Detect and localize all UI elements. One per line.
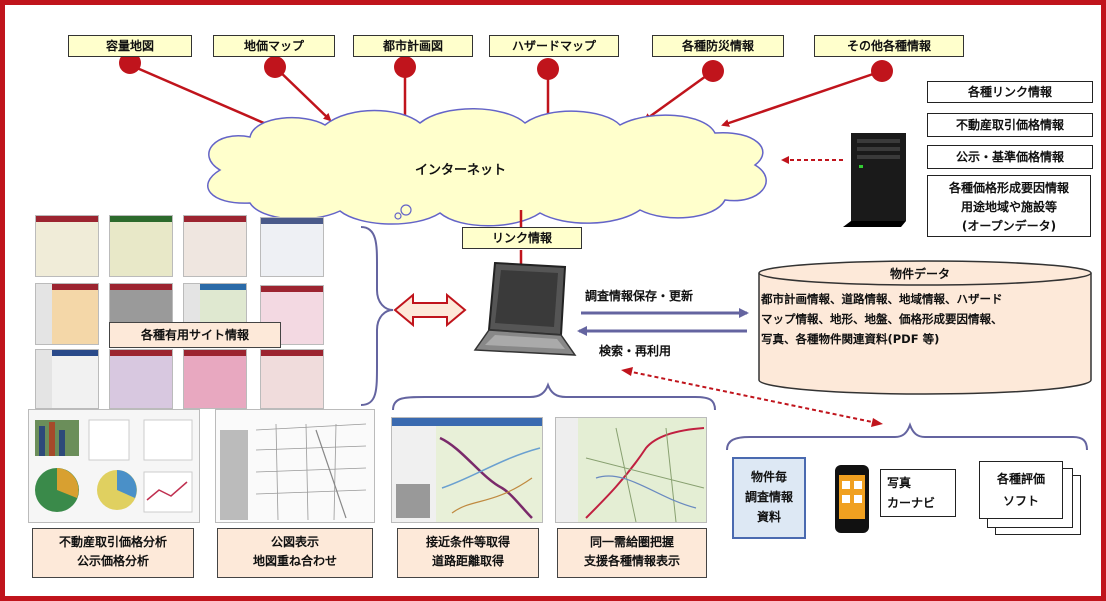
software-line: 各種評価 xyxy=(996,472,1045,486)
cadastral-screenshot xyxy=(215,409,375,523)
source-label-land-price-map: 地価マップ xyxy=(213,35,335,57)
arrow-6 xyxy=(721,69,883,127)
open-data-line-1: 各種価格形成要因情報 xyxy=(948,181,1069,195)
caption-line: 接近条件等取得 xyxy=(425,535,510,549)
arrow-5 xyxy=(643,69,714,122)
site-thumbnail xyxy=(109,215,173,277)
property-db-line-2: マップ情報、地形、地盤、価格形成要因情報、 xyxy=(761,312,1003,326)
source-label-capacity-map: 容量地図 xyxy=(68,35,192,57)
useful-sites-label: 各種有用サイト情報 xyxy=(109,322,281,348)
photo-line: 写真 xyxy=(887,476,912,490)
sites-bracket xyxy=(360,226,394,406)
site-thumbnail xyxy=(183,349,247,409)
property-db-cylinder xyxy=(758,260,1092,395)
field-dotted-arrow xyxy=(626,370,878,424)
source-label-hazard-map: ハザードマップ xyxy=(489,35,619,57)
site-thumbnail xyxy=(35,349,99,409)
survey-line: 調査情報 xyxy=(744,490,793,504)
tools-bracket xyxy=(392,382,716,411)
analysis-screenshot xyxy=(28,409,200,523)
software-card-front: 各種評価 ソフト xyxy=(979,461,1063,519)
survey-materials-box: 物件毎 調査情報 資料 xyxy=(732,457,806,539)
laptop-icon xyxy=(473,261,577,356)
caption-line: 同一需給圏把握 xyxy=(589,535,674,549)
site-thumbnail xyxy=(260,217,324,277)
property-db-line-3: 写真、各種物件関連資料(PDF 等) xyxy=(761,332,940,346)
caption-line: 公示価格分析 xyxy=(76,554,149,568)
caption-line: 公図表示 xyxy=(270,535,319,549)
open-data-line-3: (オープンデータ) xyxy=(961,219,1057,233)
site-thumbnail xyxy=(260,349,324,409)
survey-line: 資料 xyxy=(756,510,781,524)
pin-4 xyxy=(537,58,559,80)
double-arrow-icon xyxy=(393,292,467,328)
property-db-contents: 都市計画情報、道路情報、地域情報、ハザード マップ情報、地形、地盤、価格形成要因… xyxy=(761,289,1091,349)
property-db-title: 物件データ xyxy=(890,267,951,281)
source-label-disaster-info: 各種防災情報 xyxy=(652,35,784,57)
diagram-graphics xyxy=(119,52,1092,533)
source-label-city-plan: 都市計画図 xyxy=(353,35,473,57)
caption-cadastral: 公図表示 地図重ね合わせ xyxy=(217,528,373,578)
arrow-2 xyxy=(274,66,332,122)
survey-line: 物件毎 xyxy=(750,470,787,484)
photo-line: カーナビ xyxy=(887,496,936,510)
save-update-label: 調査情報保存・更新 xyxy=(585,289,694,303)
caption-line: 不動産取引価格分析 xyxy=(58,535,167,549)
photo-carnavi-box: 写真 カーナビ xyxy=(880,469,956,517)
software-line: ソフト xyxy=(1002,494,1039,508)
smartphone-icon xyxy=(835,465,869,533)
site-thumbnail xyxy=(183,215,247,277)
internet-cloud xyxy=(207,108,767,227)
right-info-transaction-price: 不動産取引価格情報 xyxy=(927,113,1093,137)
source-pins xyxy=(119,52,893,82)
search-reuse-label: 検索・再利用 xyxy=(599,344,672,358)
pin-1 xyxy=(119,52,141,74)
caption-price-analysis: 不動産取引価格分析 公示価格分析 xyxy=(32,528,194,578)
pin-2 xyxy=(264,56,286,78)
server-icon xyxy=(843,133,906,227)
caption-line: 地図重ね合わせ xyxy=(252,554,337,568)
open-data-line-2: 用途地域や施設等 xyxy=(960,200,1057,214)
arrow-1 xyxy=(129,63,282,132)
link-info-label: リンク情報 xyxy=(462,227,582,249)
site-thumbnail xyxy=(35,283,99,345)
route-map-screenshot xyxy=(391,417,543,523)
property-db-line-1: 都市計画情報、道路情報、地域情報、ハザード xyxy=(761,292,1003,306)
supply-area-screenshot xyxy=(555,417,707,523)
site-thumbnail xyxy=(35,215,99,277)
pin-5 xyxy=(702,60,724,82)
pin-6 xyxy=(871,60,893,82)
field-bracket xyxy=(726,422,1088,451)
source-arrows xyxy=(129,63,883,132)
right-info-open-data: 各種価格形成要因情報 用途地域や施設等 (オープンデータ) xyxy=(927,175,1091,237)
caption-supply-area: 同一需給圏把握 支援各種情報表示 xyxy=(557,528,707,578)
source-label-other-info: その他各種情報 xyxy=(814,35,964,57)
caption-line: 道路距離取得 xyxy=(431,554,504,568)
pin-3 xyxy=(394,56,416,78)
caption-line: 支援各種情報表示 xyxy=(583,554,680,568)
site-thumbnail xyxy=(109,349,173,409)
right-info-public-price: 公示・基準価格情報 xyxy=(927,145,1093,169)
right-info-links: 各種リンク情報 xyxy=(927,81,1093,103)
internet-label: インターネット xyxy=(415,163,507,178)
caption-access-conditions: 接近条件等取得 道路距離取得 xyxy=(397,528,539,578)
